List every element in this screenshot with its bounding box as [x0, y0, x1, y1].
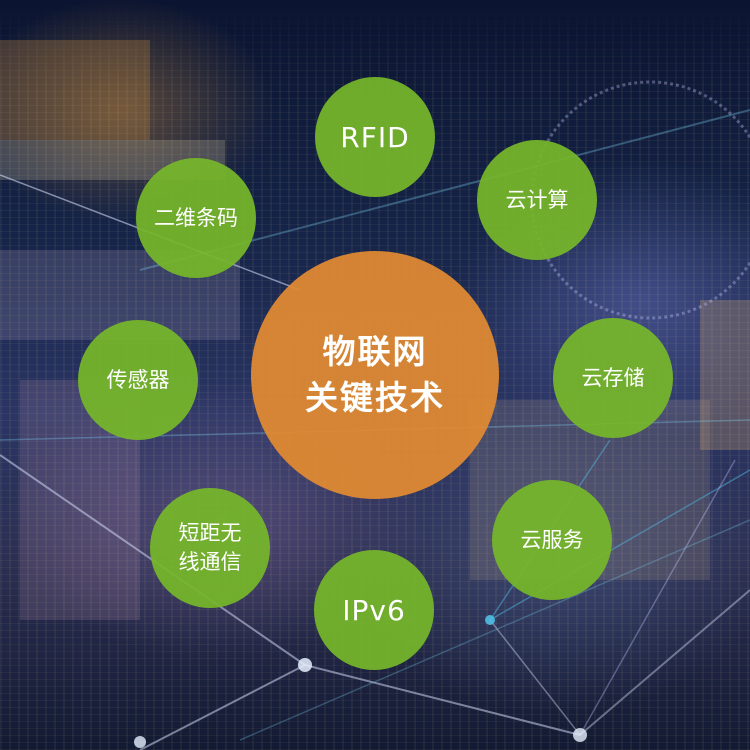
node-label: 云存储: [581, 365, 645, 390]
node-cloud-storage: 云存储: [553, 318, 673, 438]
center-title-line2: 关键技术: [305, 378, 445, 417]
node-label-line1: 短距无: [178, 521, 242, 545]
center-title-line1: 物联网: [322, 332, 428, 371]
node-label: 二维条码: [154, 205, 238, 230]
network-node-glow: [485, 615, 495, 625]
node-label: 云计算: [505, 187, 569, 212]
node-cloud-service: 云服务: [492, 480, 612, 600]
building-silhouette: [0, 40, 150, 140]
center-hub-iot-key-tech: 物联网 关键技术: [251, 251, 499, 499]
node-label: RFID: [340, 120, 410, 154]
node-rfid: RFID: [315, 77, 435, 197]
node-sensor: 传感器: [78, 320, 198, 440]
network-node-glow: [134, 736, 146, 748]
node-qr-barcode: 二维条码: [136, 158, 256, 278]
node-short-range-wireless: 短距无 线通信: [150, 488, 270, 608]
node-cloud-computing: 云计算: [477, 140, 597, 260]
node-label: 云服务: [520, 527, 584, 552]
building-silhouette: [700, 300, 750, 450]
node-label-line2: 线通信: [178, 550, 242, 574]
network-node-glow: [298, 658, 312, 672]
node-ipv6: IPv6: [314, 550, 434, 670]
node-label: 传感器: [106, 367, 170, 392]
node-label: IPv6: [342, 593, 406, 627]
network-node-glow: [573, 728, 587, 742]
